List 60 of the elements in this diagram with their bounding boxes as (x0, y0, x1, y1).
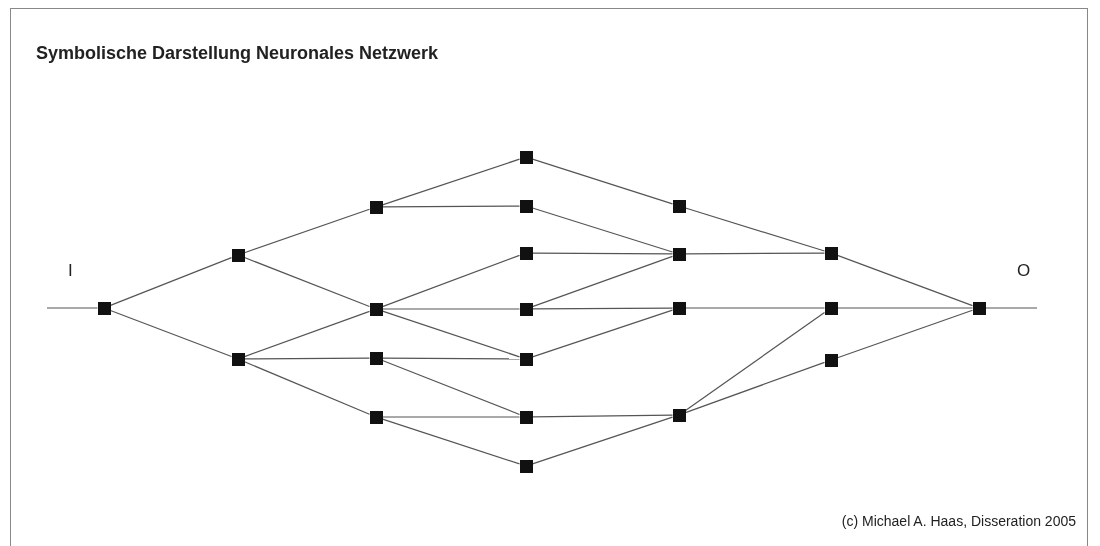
neuron-square (97, 301, 111, 315)
connection-line (243, 310, 371, 358)
neuron-square (231, 248, 245, 262)
connection-line (984, 307, 1038, 309)
connection-line (531, 414, 674, 418)
connection-line (243, 256, 371, 308)
connection-line (381, 416, 521, 418)
caption: (c) Michael A. Haas, Disseration 2005 (841, 512, 1076, 531)
neuron-square (519, 199, 533, 213)
connection-line (531, 207, 674, 253)
connection-line (381, 254, 521, 308)
connection-line (381, 158, 521, 206)
neuron-square (369, 410, 383, 424)
connection-line (381, 308, 521, 310)
neuron-square (519, 410, 533, 424)
connection-line (531, 416, 674, 465)
title: Symbolische Darstellung Neuronales Netzwerk (36, 42, 439, 65)
neuron-square (672, 199, 686, 213)
neuron-square (672, 301, 686, 315)
connection-line (243, 361, 371, 415)
neuron-square (231, 352, 245, 366)
connection-line (243, 208, 371, 254)
connection-line (684, 307, 826, 309)
neuron-square (519, 302, 533, 316)
connection-line (381, 205, 521, 208)
neuron-square (824, 246, 838, 260)
connection-line (109, 309, 233, 358)
neuron-square (824, 301, 838, 315)
connection-line (381, 359, 521, 416)
connection-line (836, 309, 974, 359)
connection-line (684, 252, 826, 255)
connection-line (684, 361, 826, 414)
neuron-square (519, 352, 533, 366)
connection-line (531, 309, 674, 358)
neuron-square (824, 353, 838, 367)
neuron-square (519, 150, 533, 164)
connection-line (684, 207, 826, 252)
connection-line (46, 307, 99, 309)
connection-line (531, 252, 674, 255)
neuron-square (369, 302, 383, 316)
layer-label: I (68, 260, 73, 282)
neuron-square (672, 408, 686, 422)
neuron-square (672, 247, 686, 261)
neuron-square (369, 200, 383, 214)
connection-line (109, 256, 233, 307)
connection-line (381, 357, 521, 360)
connection-line (381, 418, 521, 465)
connection-line (531, 158, 674, 205)
neuron-square (519, 246, 533, 260)
neuron-square (369, 351, 383, 365)
connection-line (243, 357, 371, 360)
layer-label: O (1017, 260, 1031, 282)
connection-line (381, 310, 521, 358)
neuron-square (972, 301, 986, 315)
connection-line (531, 307, 674, 310)
connection-line (836, 307, 974, 309)
connection-line (531, 255, 674, 308)
connection-line (836, 254, 974, 307)
neuron-square (519, 459, 533, 473)
connection-line (684, 311, 826, 412)
